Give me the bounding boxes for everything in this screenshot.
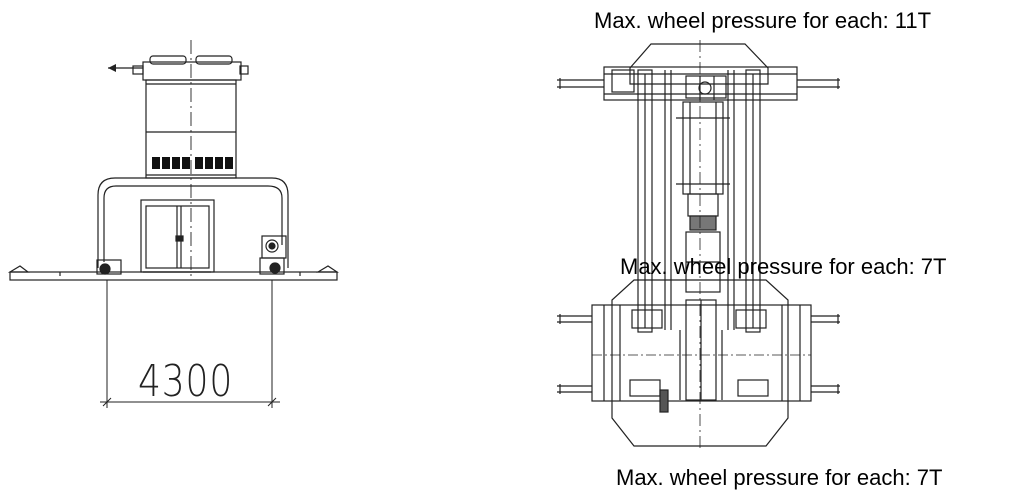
dimension-value: 4300 [138,356,234,407]
upper-beam [603,66,798,101]
upper-rails [557,78,840,89]
dimension-lines [100,280,280,408]
longitudinal-members [637,69,761,333]
hoist-trolley [108,55,249,81]
bottom-wheel-pressure-label: Max. wheel pressure for each: 7T [616,465,943,490]
top-wheel-pressure-label: Max. wheel pressure for each: 11T [594,8,932,33]
middle-wheel-pressure-label: Max. wheel pressure for each: 7T [620,254,947,279]
gantry-frame [97,177,289,268]
right-drive-unit [259,235,287,275]
lower-rails [557,314,840,394]
front-elevation-view [7,40,339,408]
upper-outline [629,43,769,85]
lower-frame [591,299,812,413]
lower-outline [611,279,789,447]
plan-view [557,40,840,450]
central-column [676,101,730,293]
central-door-box [140,199,215,273]
base-rail [7,265,339,281]
